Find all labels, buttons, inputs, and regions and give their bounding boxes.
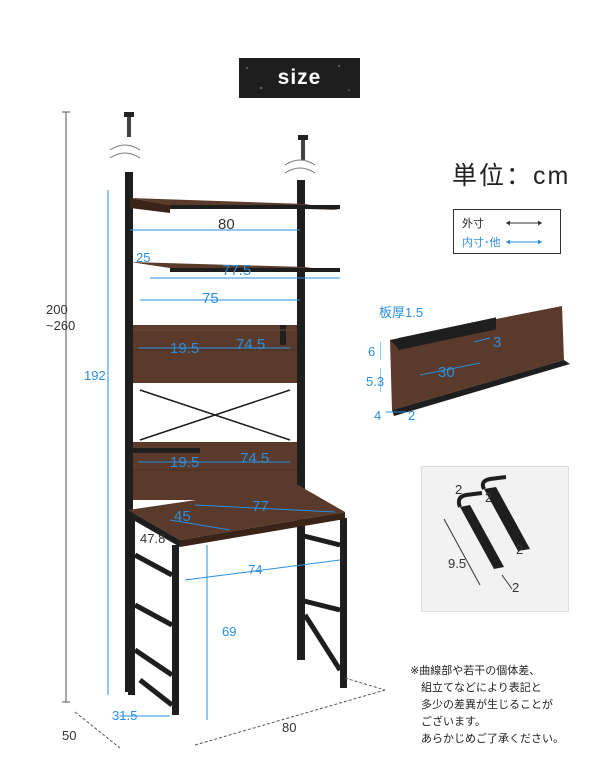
dim-77-5: 77.5 <box>222 262 252 279</box>
note-line: 組立てなどにより表記と <box>410 682 542 694</box>
dimension-legend: 外寸 内寸･他 <box>453 209 561 254</box>
hook-dim-2-d: 2 <box>512 580 520 595</box>
legend-outer-label: 外寸 <box>462 218 484 230</box>
hook-drawing <box>443 475 530 590</box>
dim-200: 200 <box>46 302 68 317</box>
shelf-dim-30: 30 <box>438 364 455 381</box>
dim-19-5-b: 19.5 <box>170 454 200 471</box>
dim-47-8: 47.8 <box>140 531 166 546</box>
dim-50: 50 <box>62 728 77 743</box>
black-arrow-icon <box>506 220 542 226</box>
note-line: 多少の差異が生じることが <box>410 699 553 711</box>
dim-77: 77 <box>252 498 269 515</box>
note-line: ※曲線部や若干の個体差、 <box>410 665 541 677</box>
dim-80-bottom: 80 <box>282 720 297 735</box>
disclaimer-note: ※曲線部や若干の個体差、 組立てなどにより表記と 多少の差異が生じることが ござ… <box>410 663 564 748</box>
hook-dim-2-c: 2 <box>516 542 524 557</box>
shelf-dim-3: 3 <box>493 334 502 351</box>
size-title: size <box>277 66 322 89</box>
note-line: ございます。 <box>410 716 486 728</box>
legend-inner-label: 内寸･他 <box>462 237 501 249</box>
hook-detail-box <box>421 466 569 612</box>
hook-dim-9-5: 9.5 <box>448 556 467 571</box>
dim-75: 75 <box>202 290 219 307</box>
shelf-dim-2: 2 <box>408 408 416 423</box>
unit-label: 単位：cm <box>452 162 571 190</box>
hook-dim-2-a: 2 <box>455 482 463 497</box>
dim-192: 192 <box>84 368 106 383</box>
dim-45: 45 <box>174 508 191 525</box>
dim-74: 74 <box>248 562 263 577</box>
note-line: あらかじめご了承ください。 <box>410 733 564 745</box>
dim-74-5-b: 74.5 <box>240 450 270 467</box>
dim-80-top: 80 <box>218 216 235 233</box>
dim-74-5-a: 74.5 <box>236 336 266 353</box>
dim-31-5: 31.5 <box>112 708 138 723</box>
shelf-thickness-label: 板厚1.5 <box>379 305 424 320</box>
dim-69: 69 <box>222 624 237 639</box>
shelf-dim-6: 6 <box>368 344 376 359</box>
legend-inner: 内寸･他 <box>462 234 544 250</box>
legend-outer: 外寸 <box>462 215 544 231</box>
shelf-detail-drawing <box>380 306 570 416</box>
dim-19-5-a: 19.5 <box>170 340 200 357</box>
shelf-dim-5-3: 5.3 <box>366 374 385 389</box>
dim-25: 25 <box>136 250 151 265</box>
dim-260: ~260 <box>46 318 76 333</box>
shelf-dim-4: 4 <box>374 408 382 423</box>
hook-dim-2-b: 2 <box>485 490 493 505</box>
blue-arrow-icon <box>506 239 542 245</box>
size-title-badge: size <box>239 58 360 98</box>
